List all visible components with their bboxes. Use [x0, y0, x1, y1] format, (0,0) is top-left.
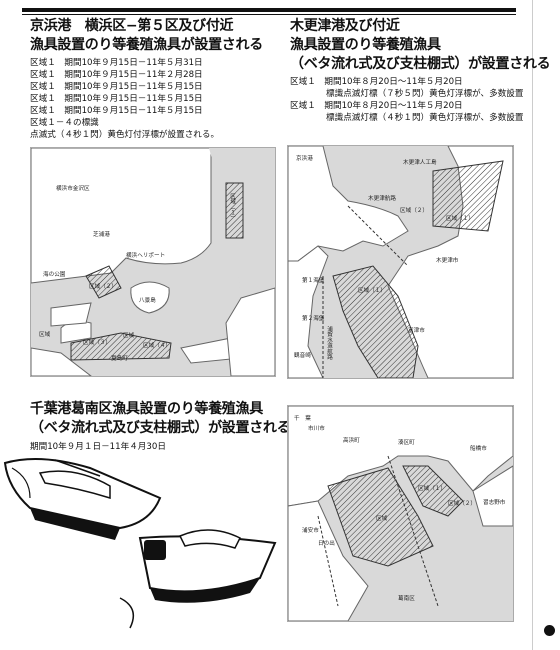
kisarazu-line: 区域１ 期間10年８月20日～11年５月20日 — [290, 77, 463, 87]
kisarazu-label-kanaya: 観音崎 — [294, 353, 311, 359]
chiba-label-minato: 湊区町 — [398, 440, 415, 446]
kisarazu-label-area2: 区域（２） — [400, 208, 428, 214]
chiba-title-1: 千葉港葛南区漁具設置のり等養殖漁具 — [30, 401, 263, 417]
chiba-label-area2: 区域（２） — [448, 501, 476, 507]
chiba-label-kotaka: 高浜町 — [343, 438, 360, 444]
kisarazu-label-kisarazu-city: 木更津市 — [436, 258, 459, 264]
keihin-label-torishima: 夏島町 — [111, 356, 128, 362]
kisarazu-title-1: 木更津港及び付近 — [290, 18, 400, 34]
keihin-label-area-b: 区域 — [39, 332, 51, 338]
keihin-title-1: 京浜港 横浜区−第５区及び付近 — [30, 18, 234, 34]
chiba-label-bay: 葛南区 — [398, 596, 415, 602]
page-marker-icon — [544, 625, 555, 636]
kisarazu-map-drawing — [288, 146, 513, 378]
keihin-label-area3: 区域（３） — [83, 340, 111, 346]
chiba-label-chiba: 千 葉 — [294, 416, 311, 422]
chiba-label-hinode: 日の出 — [318, 541, 335, 547]
keihin-label-area4: 区域（４） — [143, 343, 171, 349]
boats-illustration — [3, 458, 277, 629]
keihin-line: 区域１ 期間10年９月15日－11年５月31日 — [30, 58, 203, 68]
keihin-title-2: 漁具設置のり等養殖漁具が設置される — [30, 37, 263, 53]
keihin-line: 点滅式（４秒１閃）黄色灯付浮標が設置される。 — [30, 130, 220, 140]
kisarazu-label-artificial: 木更津人工島 — [403, 160, 437, 166]
kisarazu-label-channel: 木更津航路 — [368, 196, 396, 202]
chiba-label-area-main: 区域 — [376, 516, 388, 522]
binding-edge — [532, 0, 560, 650]
chiba-label-area1: 区域（１） — [418, 486, 446, 492]
chiba-label-ichikawa: 市川市 — [308, 426, 325, 432]
keihin-label-pier: 芝浦港 — [93, 232, 110, 238]
keihin-line: 区域１ 期間10年９月15日－11年５月15日 — [30, 94, 203, 104]
keihin-map: 横浜市金沢区 芝浦港 横浜ヘリポート 海の公園 八景島 夏島町 区域（１） 区域… — [30, 147, 276, 377]
kisarazu-label-area3: 区域（１） — [358, 288, 386, 294]
keihin-map-drawing — [31, 148, 275, 376]
chiba-map: 千 葉 市川市 高浜町 湊区町 船橋市 習志野市 区域（１） 区域（２） 区域 … — [287, 405, 514, 622]
chiba-period: 期間10年９月１日－11年４月30日 — [30, 442, 166, 452]
kisarazu-label-breakwater1: 第１海堡 — [302, 278, 325, 284]
chiba-map-drawing — [288, 406, 513, 621]
kisarazu-label-futtsu: 富津市 — [408, 328, 425, 334]
kisarazu-label-uraga: 浦賀水道航路 — [326, 326, 332, 360]
keihin-label-park: 海の公園 — [43, 272, 66, 278]
keihin-label-city: 横浜市金沢区 — [56, 186, 90, 192]
keihin-label-heliport: 横浜ヘリポート — [126, 253, 166, 259]
kisarazu-period-list: 区域１ 期間10年８月20日～11年５月20日 標識点滅灯標（７秒５閃）黄色灯浮… — [290, 76, 550, 124]
keihin-label-area1: 区域（１） — [229, 193, 235, 221]
keihin-label-area2: 区域（２） — [89, 284, 117, 290]
chiba-label-narashino: 習志野市 — [483, 500, 506, 506]
kisarazu-map: 京浜港 木更津人工島 木更津航路 区域（１） 木更津市 区域（２） 第１海堡 第… — [287, 145, 514, 379]
keihin-section: 京浜港 横浜区−第５区及び付近 漁具設置のり等養殖漁具が設置される 区域１ 期間… — [30, 17, 263, 141]
kisarazu-section: 木更津港及び付近 漁具設置のり等養殖漁具 （ベタ流れ式及び支柱棚式）が設置される… — [290, 17, 551, 124]
kisarazu-line: 区域１ 期間10年８月20日～11年５月20日 — [290, 101, 463, 111]
keihin-label-area-a: 区域 — [123, 333, 135, 339]
keihin-period-list: 区域１ 期間10年９月15日－11年５月31日 区域１ 期間10年９月15日－1… — [30, 57, 263, 141]
keihin-label-island: 八景島 — [139, 298, 156, 304]
chiba-label-urayasu: 浦安市 — [302, 528, 319, 534]
keihin-line: 区域１ 期間10年９月15日－11年２月28日 — [30, 70, 203, 80]
kisarazu-label-area1: 区域（１） — [446, 216, 474, 222]
chiba-section: 千葉港葛南区漁具設置のり等養殖漁具 （ベタ流れ式及び支柱棚式）が設置される 期間… — [30, 400, 291, 453]
kisarazu-label-breakwater2: 第２海堡 — [302, 316, 325, 322]
keihin-line: 区域１ 期間10年９月15日－11年５月15日 — [30, 106, 203, 116]
kisarazu-line: 標識点滅灯標（７秒５閃）黄色灯浮標が、多数設置 — [326, 89, 524, 99]
chiba-title-2: （ベタ流れ式及び支柱棚式）が設置される — [30, 420, 291, 436]
keihin-line: 区域１ 期間10年９月15日－11年５月15日 — [30, 82, 203, 92]
keihin-line: 区域１－４の標識 — [30, 118, 99, 128]
kisarazu-title-3: （ベタ流れ式及び支柱棚式）が設置される — [290, 56, 551, 72]
chiba-label-funabashi: 船橋市 — [470, 446, 487, 452]
kisarazu-line: 標識点滅灯標（４秒１閃）黄色灯浮標が、多数設置 — [326, 113, 524, 123]
top-rule-thin — [22, 14, 516, 15]
kisarazu-title-2: 漁具設置のり等養殖漁具 — [290, 37, 441, 53]
top-rule — [22, 8, 516, 12]
kisarazu-label-port: 京浜港 — [296, 156, 313, 162]
